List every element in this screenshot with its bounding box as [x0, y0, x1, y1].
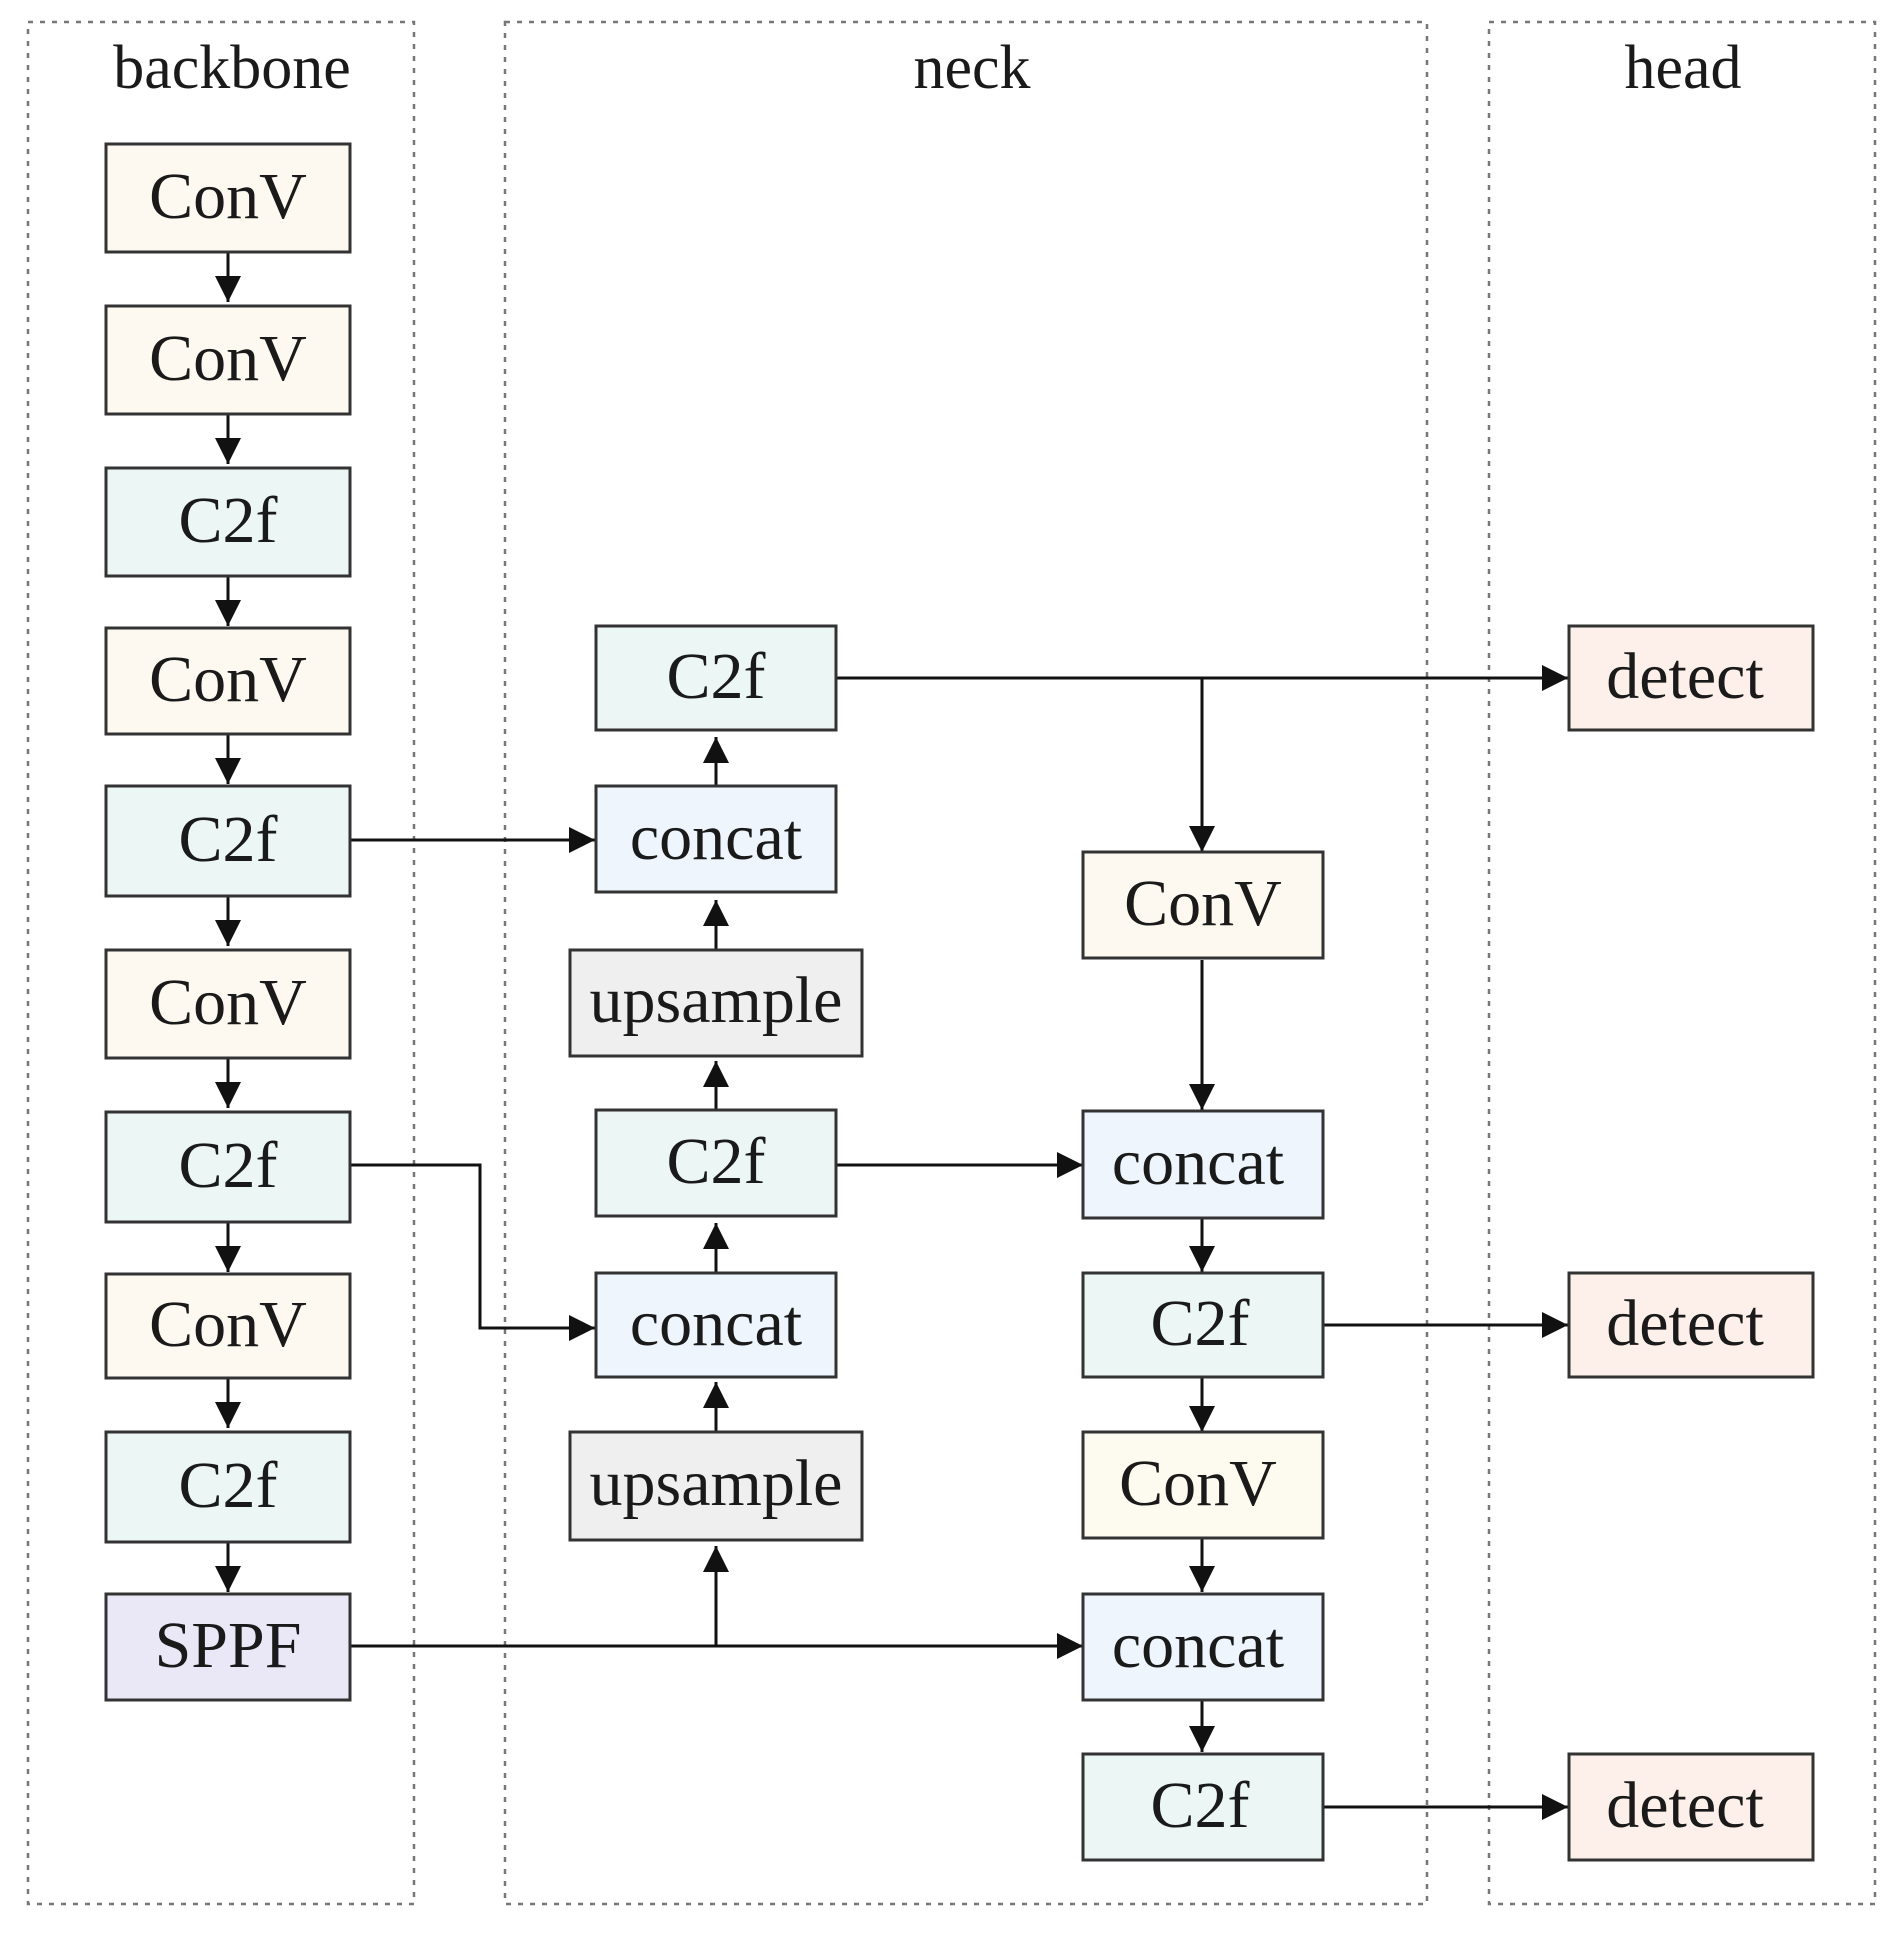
node-b2-label: ConV [149, 322, 307, 395]
head-section [1487, 20, 1877, 1906]
node-r-conv-top-box [1081, 850, 1325, 960]
node-h-detect-1-box [1567, 624, 1815, 732]
node-n-concat-top-box [594, 784, 838, 894]
node-n-concat-mid-label: concat [630, 1287, 802, 1360]
node-b4-label: ConV [149, 643, 307, 716]
node-b1-label: ConV [149, 160, 307, 233]
node-h-detect-1-label: detect [1606, 640, 1764, 713]
backbone-nodes: ConV ConV C2f ConV C2f ConV C2f ConV C2f… [104, 142, 352, 1702]
node-n-upsample-bot-box [568, 1430, 864, 1542]
node-h-detect-3-label: detect [1606, 1769, 1764, 1842]
node-b7-box [104, 1110, 352, 1224]
edges [215, 252, 1568, 1820]
node-n-concat-mid-box [594, 1271, 838, 1379]
node-b3-box [104, 466, 352, 578]
head-nodes: detect detect detect [1567, 624, 1815, 1862]
node-r-conv-top-label: ConV [1124, 867, 1282, 940]
node-r-concat-1-label: concat [1112, 1126, 1284, 1199]
node-b3-label: C2f [179, 484, 278, 557]
node-n-upsample-top-box [568, 948, 864, 1058]
node-n-c2f-mid-label: C2f [667, 1125, 766, 1198]
node-b5-label: C2f [179, 803, 278, 876]
edge-b7-concat-mid [350, 1163, 595, 1341]
node-b9-label: C2f [179, 1449, 278, 1522]
node-r-c2f-2-box [1081, 1752, 1325, 1862]
node-b4-box [104, 626, 352, 736]
node-b1-box [104, 142, 352, 254]
node-r-c2f-1-box [1081, 1271, 1325, 1379]
node-n-c2f-top-label: C2f [667, 640, 766, 713]
node-r-concat-2-label: concat [1112, 1609, 1284, 1682]
node-r-c2f-2-label: C2f [1151, 1769, 1250, 1842]
node-r-concat-1-box [1081, 1109, 1325, 1220]
node-h-detect-3-box [1567, 1752, 1815, 1862]
node-n-upsample-bot-label: upsample [590, 1447, 843, 1520]
node-b8-box [104, 1272, 352, 1380]
node-b6-label: ConV [149, 966, 307, 1039]
node-b6-box [104, 948, 352, 1060]
neck-middle-nodes: C2f concat upsample C2f concat upsample [568, 624, 864, 1542]
node-b10-label: SPPF [155, 1609, 302, 1682]
node-h-detect-2-label: detect [1606, 1287, 1764, 1360]
node-n-upsample-top-label: upsample [590, 964, 843, 1037]
node-n-c2f-mid-box [594, 1108, 838, 1218]
node-n-concat-top-label: concat [630, 801, 802, 874]
node-r-conv-2-label: ConV [1119, 1447, 1277, 1520]
node-b9-box [104, 1430, 352, 1544]
head-title: head [1624, 34, 1741, 102]
node-b7-label: C2f [179, 1129, 278, 1202]
node-r-c2f-1-label: C2f [1151, 1287, 1250, 1360]
node-b10-box [104, 1592, 352, 1702]
backbone-title: backbone [113, 34, 351, 102]
node-n-c2f-top-box [594, 624, 838, 732]
neck-right-nodes: ConV concat C2f ConV concat C2f [1081, 850, 1325, 1862]
node-b2-box [104, 304, 352, 416]
node-b5-box [104, 784, 352, 898]
node-b8-label: ConV [149, 1288, 307, 1361]
node-r-conv-2-box [1081, 1430, 1325, 1540]
node-r-concat-2-box [1081, 1592, 1325, 1702]
backbone-section [26, 20, 416, 1906]
neck-section [503, 20, 1429, 1906]
node-h-detect-2-box [1567, 1271, 1815, 1379]
neck-title: neck [913, 34, 1030, 102]
